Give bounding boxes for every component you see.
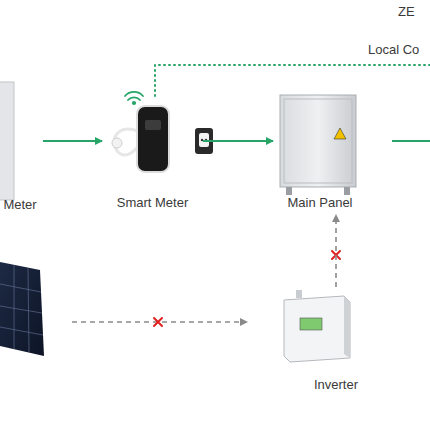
smart-meter-device [112,106,213,172]
inverter-node: Inverter [290,290,382,394]
solar-panel [0,262,44,356]
node-label: Smart Meter [95,195,210,210]
blocked-mark [332,251,340,259]
connector-arrow [43,140,102,142]
blocked-dc-link [72,318,248,326]
inverter-device [284,290,350,362]
meter-device [0,82,14,200]
main-panel-cabinet [280,95,356,195]
free-label: Local Co [368,42,419,57]
dotted-link [155,65,430,96]
node-label: Inverter [280,377,392,392]
connector-arrow [335,215,337,287]
free-label: ZE [398,4,415,19]
main-panel-node: Main Panel [276,90,364,212]
node-label: Main Panel [266,195,374,210]
smart-meter-node: Smart Meter [105,90,200,212]
meter-node: Meter [0,78,40,214]
connector-arrow [203,140,273,142]
node-label: Meter [0,197,50,212]
outgoing-line [392,140,430,142]
wifi-icon [125,92,143,104]
